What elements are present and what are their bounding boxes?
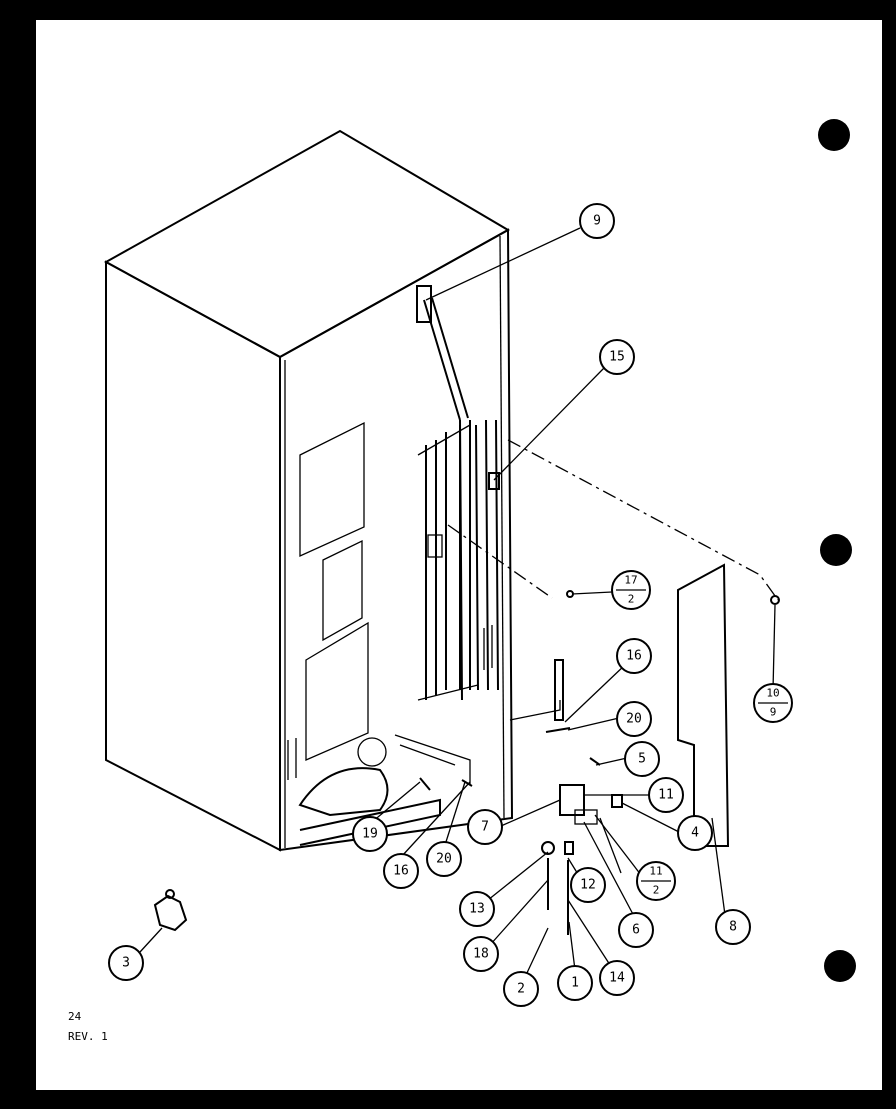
svg-text:2: 2 — [517, 982, 525, 997]
callout-8: 8 — [715, 909, 751, 945]
screw-part — [545, 727, 571, 733]
rear-panel — [299, 421, 365, 558]
page-number: 24 — [68, 1010, 82, 1023]
svg-text:7: 7 — [481, 820, 489, 835]
screw-part — [770, 595, 780, 605]
compressor — [298, 767, 389, 817]
svg-text:10: 10 — [766, 687, 779, 700]
callout-19: 19 — [352, 816, 388, 852]
svg-text:11: 11 — [649, 865, 662, 878]
svg-text:3: 3 — [122, 956, 130, 971]
punch-hole — [824, 950, 856, 982]
back-cover-panel — [677, 563, 730, 847]
nut-part — [541, 841, 555, 855]
callout-13: 13 — [459, 891, 495, 927]
small-parts — [153, 590, 780, 935]
water-valve-assembly — [153, 894, 188, 932]
fitting-part — [611, 794, 623, 808]
svg-text:5: 5 — [638, 752, 646, 767]
svg-text:9: 9 — [593, 214, 601, 229]
drain-line — [394, 734, 471, 785]
svg-text:15: 15 — [609, 350, 625, 365]
callout-6: 6 — [618, 912, 654, 948]
svg-text:9: 9 — [770, 706, 777, 719]
callout-20-lower: 20 — [426, 841, 462, 877]
assembly-line — [447, 524, 553, 599]
compressor-fitting — [357, 737, 387, 767]
svg-text:13: 13 — [469, 902, 485, 917]
callout-15: 15 — [599, 339, 635, 375]
svg-text:14: 14 — [609, 971, 625, 986]
condenser-coil — [475, 419, 499, 691]
callout-3: 3 — [108, 945, 144, 981]
vent-slot — [287, 625, 493, 780]
svg-text:17: 17 — [624, 574, 637, 587]
punch-hole — [818, 119, 850, 151]
callout-2: 2 — [503, 971, 539, 1007]
leader-lines — [139, 227, 776, 976]
nut-part — [564, 841, 574, 855]
svg-text:20: 20 — [626, 712, 642, 727]
svg-text:2: 2 — [628, 593, 635, 606]
clip-part — [419, 777, 473, 791]
svg-text:16: 16 — [393, 864, 409, 879]
svg-text:11: 11 — [658, 788, 674, 803]
callout-17-over-2: 17 2 — [611, 570, 651, 610]
rear-panel — [305, 621, 369, 761]
revision-label: REV. 1 — [68, 1030, 108, 1043]
refrigerator-cabinet — [103, 129, 561, 852]
callout-14: 14 — [599, 960, 635, 996]
rear-panel — [322, 539, 363, 642]
water-tube-clamp — [488, 472, 500, 490]
callout-7: 7 — [467, 809, 503, 845]
callout-11-over-2: 11 2 — [636, 861, 676, 901]
punch-hole — [820, 534, 852, 566]
coil-bracket — [417, 424, 479, 701]
svg-text:18: 18 — [473, 947, 489, 962]
callout-5: 5 — [624, 741, 660, 777]
callout-9: 9 — [579, 203, 615, 239]
back-cover-edge — [509, 700, 561, 721]
bracket-part — [554, 659, 564, 721]
coil-clip — [427, 534, 443, 558]
assembly-line — [507, 439, 779, 601]
condenser-coil — [425, 420, 471, 700]
svg-text:12: 12 — [580, 878, 596, 893]
svg-text:1: 1 — [571, 976, 579, 991]
callout-11: 11 — [648, 777, 684, 813]
callout-4: 4 — [677, 815, 713, 851]
svg-text:16: 16 — [626, 649, 642, 664]
valve-bracket — [574, 809, 598, 825]
svg-text:20: 20 — [436, 852, 452, 867]
svg-text:2: 2 — [653, 884, 660, 897]
svg-text:4: 4 — [691, 826, 699, 841]
callout-16-lower: 16 — [383, 853, 419, 889]
tube-part — [547, 858, 569, 935]
callout-18: 18 — [463, 936, 499, 972]
water-valve-fitting — [416, 285, 432, 323]
callout-16-upper: 16 — [616, 638, 652, 674]
svg-text:8: 8 — [729, 920, 737, 935]
svg-text:6: 6 — [632, 923, 640, 938]
callout-10-over-9: 10 9 — [753, 683, 793, 723]
callout-1: 1 — [557, 965, 593, 1001]
svg-text:19: 19 — [362, 827, 378, 842]
callout-20-upper: 20 — [616, 701, 652, 737]
callout-12: 12 — [570, 867, 606, 903]
